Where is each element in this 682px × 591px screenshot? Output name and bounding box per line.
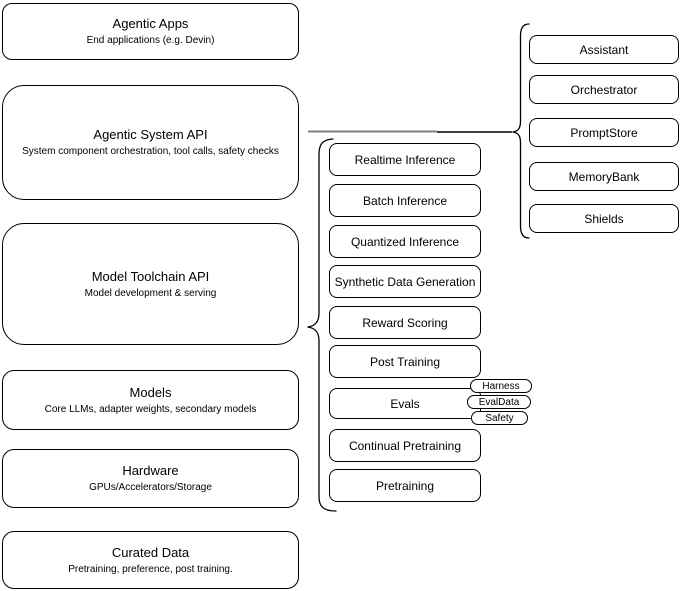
- toolchain-item-label: Realtime Inference: [354, 152, 456, 167]
- eval-pill-safety: Safety: [471, 411, 528, 425]
- toolchain-item-batch-inference: Batch Inference: [329, 184, 481, 217]
- system-component-assistant: Assistant: [529, 35, 679, 64]
- toolchain-item-evals: Evals: [329, 388, 481, 419]
- toolchain-item-pretraining: Pretraining: [329, 469, 481, 502]
- box-hardware: Hardware GPUs/Accelerators/Storage: [2, 449, 299, 508]
- toolchain-item-label: Continual Pretraining: [348, 438, 462, 453]
- eval-pill-label: Safety: [485, 412, 514, 424]
- toolchain-item-label: Batch Inference: [362, 193, 448, 208]
- box-curated-data-title: Curated Data: [111, 544, 190, 560]
- eval-pill-label: Harness: [482, 380, 520, 392]
- system-component-orchestrator: Orchestrator: [529, 75, 679, 104]
- box-agentic-system-api-subtitle: System component orchestration, tool cal…: [22, 146, 279, 157]
- toolchain-item-label: Reward Scoring: [362, 315, 448, 330]
- box-agentic-system-api-title: Agentic System API: [93, 127, 208, 142]
- eval-pill-label: EvalData: [478, 396, 520, 408]
- toolchain-item-label: Post Training: [369, 354, 441, 369]
- box-curated-data-subtitle: Pretraining, preference, post training.: [68, 563, 233, 575]
- eval-pill-evaldata: EvalData: [467, 395, 531, 409]
- toolchain-item-post-training: Post Training: [329, 345, 481, 378]
- box-hardware-title: Hardware: [122, 463, 179, 478]
- toolchain-item-label: Synthetic Data Generation: [334, 274, 476, 289]
- box-curated-data: Curated Data Pretraining, preference, po…: [2, 531, 299, 589]
- system-component-label: MemoryBank: [568, 169, 640, 184]
- system-components-brace: [512, 23, 530, 239]
- box-agentic-apps-title: Agentic Apps: [112, 16, 189, 31]
- box-model-toolchain-api-subtitle: Model development & serving: [84, 287, 217, 299]
- system-component-memorybank: MemoryBank: [529, 162, 679, 191]
- box-agentic-apps-subtitle: End applications (e.g. Devin): [86, 35, 215, 46]
- toolchain-item-synthetic-data-generation: Synthetic Data Generation: [329, 265, 481, 298]
- box-hardware-subtitle: GPUs/Accelerators/Storage: [89, 482, 212, 493]
- system-component-label: PromptStore: [570, 125, 638, 140]
- system-component-label: Shields: [584, 211, 624, 226]
- system-component-label: Orchestrator: [570, 82, 638, 97]
- toolchain-item-reward-scoring: Reward Scoring: [329, 306, 481, 339]
- toolchain-item-realtime-inference: Realtime Inference: [329, 143, 481, 176]
- box-model-toolchain-api: Model Toolchain API Model development & …: [2, 223, 299, 345]
- box-agentic-apps: Agentic Apps End applications (e.g. Devi…: [2, 3, 299, 60]
- system-component-label: Assistant: [579, 42, 629, 57]
- box-model-toolchain-api-title: Model Toolchain API: [91, 268, 210, 284]
- system-component-shields: Shields: [529, 204, 679, 233]
- toolchain-item-quantized-inference: Quantized Inference: [329, 225, 481, 258]
- eval-pill-harness: Harness: [470, 379, 532, 393]
- system-component-promptstore: PromptStore: [529, 118, 679, 147]
- box-models: Models Core LLMs, adapter weights, secon…: [2, 370, 299, 430]
- toolchain-item-label: Quantized Inference: [350, 234, 460, 249]
- toolchain-item-label: Pretraining: [375, 478, 435, 493]
- box-models-title: Models: [129, 384, 172, 400]
- box-models-subtitle: Core LLMs, adapter weights, secondary mo…: [44, 403, 257, 415]
- box-agentic-system-api: Agentic System API System component orch…: [2, 85, 299, 200]
- toolchain-item-continual-pretraining: Continual Pretraining: [329, 429, 481, 462]
- toolchain-item-label: Evals: [390, 396, 420, 411]
